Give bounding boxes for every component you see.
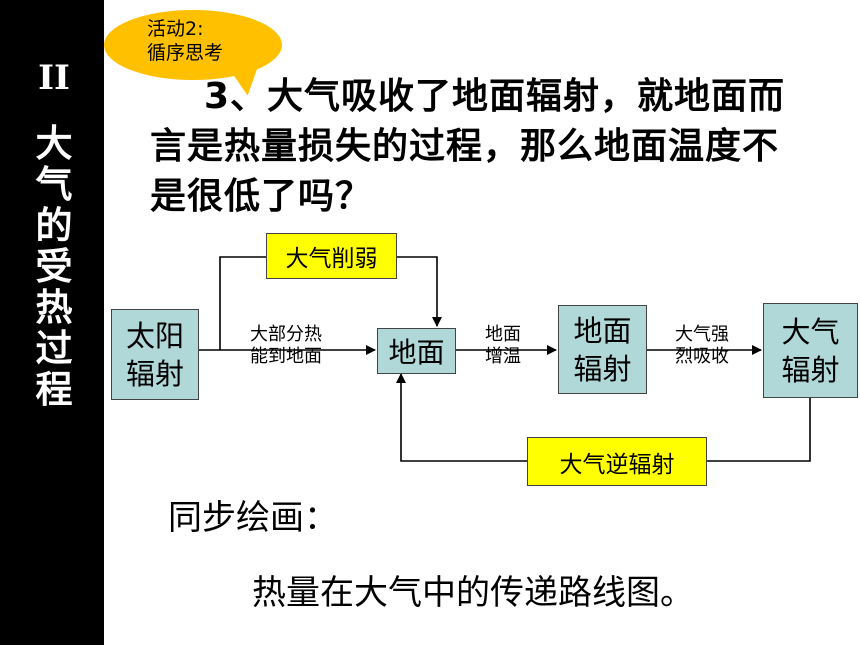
atmospheric-radiation-line1: 大气 [781,314,840,349]
label-heat-to-ground: 大部分热 能到地面 [232,324,340,368]
label-ground-warming-line1: 地面 [485,324,521,345]
label-ground-warming-line2: 增温 [485,346,521,367]
atmospheric-radiation-line2: 辐射 [781,352,840,387]
ground-radiation-box: 地面 辐射 [558,305,647,394]
label-strong-absorption-line2: 烈吸收 [675,346,729,367]
label-heat-to-ground-line2: 能到地面 [250,346,322,367]
activity-bubble [104,10,282,80]
arrow-attenuation-to-ground [397,256,442,327]
ground-radiation-line1: 地面 [573,313,632,348]
label-strong-absorption-line1: 大气强 [675,324,729,345]
arrow-counter-to-ground [396,373,527,462]
sidebar: II 大气的受热过程 [0,0,104,645]
label-heat-to-ground-line1: 大部分热 [250,324,322,345]
atmospheric-counter-radiation-box: 大气逆辐射 [527,437,707,486]
question-text: 3、大气吸收了地面辐射，就地面而言是热量损失的过程，那么地面温度不是很低了吗？ [150,76,786,217]
activity-label-line2: 循序思考 [147,42,224,64]
label-strong-absorption: 大气强 烈吸收 [664,324,740,368]
section-number: II [38,58,70,98]
atmospheric-radiation-box: 大气 辐射 [763,303,858,398]
activity-label: 活动2: 循序思考 [147,17,267,65]
atmospheric-attenuation-box: 大气削弱 [266,233,397,279]
section-title: 大气的受热过程 [35,122,73,411]
sync-drawing-label: 同步绘画： [168,498,338,538]
line-to-attenuation [219,256,266,350]
activity-label-line1: 活动2: [147,18,204,40]
sidebar-heading: II 大气的受热过程 [26,58,82,410]
line-atm-to-counter [707,398,811,462]
solar-radiation-line1: 太阳 [125,318,184,353]
ground-box: 地面 [377,328,456,374]
solar-radiation-line2: 辐射 [125,356,184,391]
heat-transfer-caption: 热量在大气中的传递路线图。 [252,573,694,613]
label-ground-warming: 地面 增温 [472,324,534,368]
solar-radiation-box: 太阳 辐射 [111,309,199,400]
ground-radiation-line2: 辐射 [573,351,632,386]
